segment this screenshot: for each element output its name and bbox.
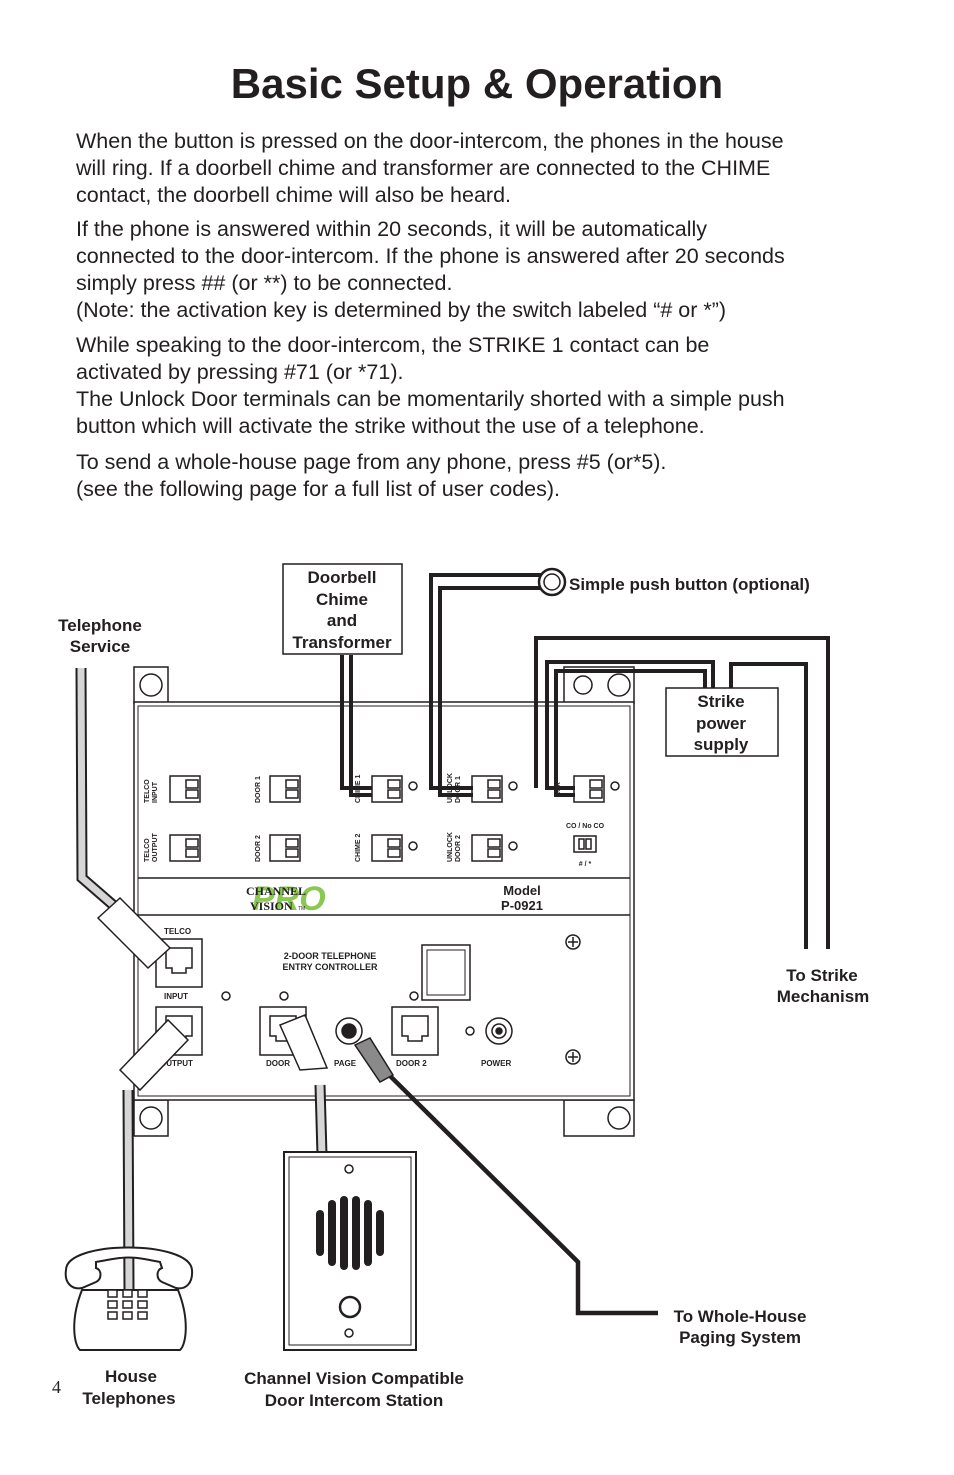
jack-door2-label: DOOR 2 bbox=[396, 1059, 427, 1068]
terminal-blocks bbox=[169, 775, 620, 862]
brand-channel: CHANNEL bbox=[246, 884, 306, 898]
model-number: P-0921 bbox=[501, 898, 543, 913]
lower-panel: 2-DOOR TELEPHONE ENTRY CONTROLLER TELCO … bbox=[160, 927, 511, 1068]
paragraph-ringing: When the button is pressed on the door-i… bbox=[76, 128, 896, 209]
jack-input-label: INPUT bbox=[164, 992, 188, 1001]
text-line: (see the following page for a full list … bbox=[76, 477, 561, 501]
chime-line4: Transformer bbox=[292, 633, 392, 652]
telephone-service-line1: Telephone bbox=[58, 616, 142, 635]
to-paging-line2: Paging System bbox=[679, 1328, 801, 1347]
strike-power-callout: Strike power supply bbox=[665, 687, 779, 757]
door-station-line1: Channel Vision Compatible bbox=[244, 1369, 464, 1388]
jack-output-label: OUTPUT bbox=[160, 1059, 193, 1068]
door-station-line2: Door Intercom Station bbox=[265, 1391, 444, 1410]
push-button-icon bbox=[537, 567, 567, 597]
chime-line3: and bbox=[327, 611, 357, 630]
label-door2: DOOR 2 bbox=[255, 835, 262, 862]
to-paging-line1: To Whole-House bbox=[674, 1307, 807, 1326]
house-telephones-line2: Telephones bbox=[82, 1389, 175, 1408]
switch-label: CO / No CO bbox=[566, 823, 605, 830]
page-title: Basic Setup & Operation bbox=[230, 60, 724, 107]
product-name-line1: 2-DOOR TELEPHONE bbox=[284, 951, 377, 961]
jack-door-label: DOOR bbox=[266, 1059, 290, 1068]
label-door1: DOOR 1 bbox=[255, 776, 262, 803]
text-line: contact, the doorbell chime will also be… bbox=[76, 183, 512, 207]
label-unlock: UNLOCK bbox=[447, 832, 454, 862]
brand-vision: VISION bbox=[250, 899, 293, 913]
text-line: activated by pressing #71 (or *71). bbox=[76, 360, 404, 384]
strike-line3: supply bbox=[694, 735, 749, 754]
brand-logo: PRO CHANNEL VISION TM bbox=[246, 880, 326, 918]
brand-trademark: TM bbox=[298, 906, 305, 912]
page-number: 4 bbox=[52, 1377, 61, 1397]
controller-body bbox=[133, 701, 635, 1101]
jack-page-label: PAGE bbox=[334, 1059, 357, 1068]
text-line: (Note: the activation key is determined … bbox=[76, 298, 727, 322]
text-line: will ring. If a doorbell chime and trans… bbox=[76, 156, 771, 180]
text-line: simply press ## (or **) to be connected. bbox=[76, 271, 453, 295]
to-strike-line2: Mechanism bbox=[777, 987, 870, 1006]
door-intercom-station-icon bbox=[283, 1151, 417, 1351]
svg-text:PRO: PRO bbox=[252, 880, 326, 918]
wires bbox=[340, 573, 830, 1316]
label-output: OUTPUT bbox=[152, 833, 159, 863]
label-chime2: CHIME 2 bbox=[355, 834, 362, 863]
chime-line1: Doorbell bbox=[308, 568, 377, 587]
jack-power-label: POWER bbox=[481, 1059, 511, 1068]
telephone-icon bbox=[64, 1246, 194, 1351]
telephone-service-line2: Service bbox=[70, 637, 131, 656]
push-button-label: Simple push button (optional) bbox=[569, 575, 810, 594]
label-telco: TELCO bbox=[144, 779, 151, 803]
text-line: If the phone is answered within 20 secon… bbox=[76, 217, 708, 241]
text-line: connected to the door-intercom. If the p… bbox=[76, 244, 785, 268]
chime-line2: Chime bbox=[316, 590, 368, 609]
label-unlock-door2: DOOR 2 bbox=[455, 835, 462, 862]
paragraph-answering: If the phone is answered within 20 secon… bbox=[76, 216, 896, 324]
label-input: INPUT bbox=[152, 781, 159, 803]
text-line: To send a whole-house page from any phon… bbox=[76, 450, 667, 474]
paragraph-paging: To send a whole-house page from any phon… bbox=[76, 449, 896, 503]
product-name-line2: ENTRY CONTROLLER bbox=[282, 962, 378, 972]
rj-plugs bbox=[96, 896, 395, 1092]
paragraph-strike: While speaking to the door-intercom, the… bbox=[76, 332, 896, 440]
strike-line2: power bbox=[696, 714, 746, 733]
model-label: Model bbox=[503, 883, 541, 898]
strike-line1: Strike bbox=[697, 692, 744, 711]
text-line: button which will activate the strike wi… bbox=[76, 414, 705, 438]
house-telephones-line1: House bbox=[105, 1367, 157, 1386]
label-telco: TELCO bbox=[144, 838, 151, 862]
switch-sub-label: # / * bbox=[579, 861, 592, 868]
text-line: The Unlock Door terminals can be momenta… bbox=[76, 387, 785, 411]
chime-callout: Doorbell Chime and Transformer bbox=[282, 563, 403, 655]
text-line: When the button is pressed on the door-i… bbox=[76, 129, 784, 153]
jack-telco-label: TELCO bbox=[164, 927, 191, 936]
to-strike-line1: To Strike bbox=[786, 966, 857, 985]
panel-screws bbox=[568, 937, 578, 1062]
text-line: While speaking to the door-intercom, the… bbox=[76, 333, 710, 357]
